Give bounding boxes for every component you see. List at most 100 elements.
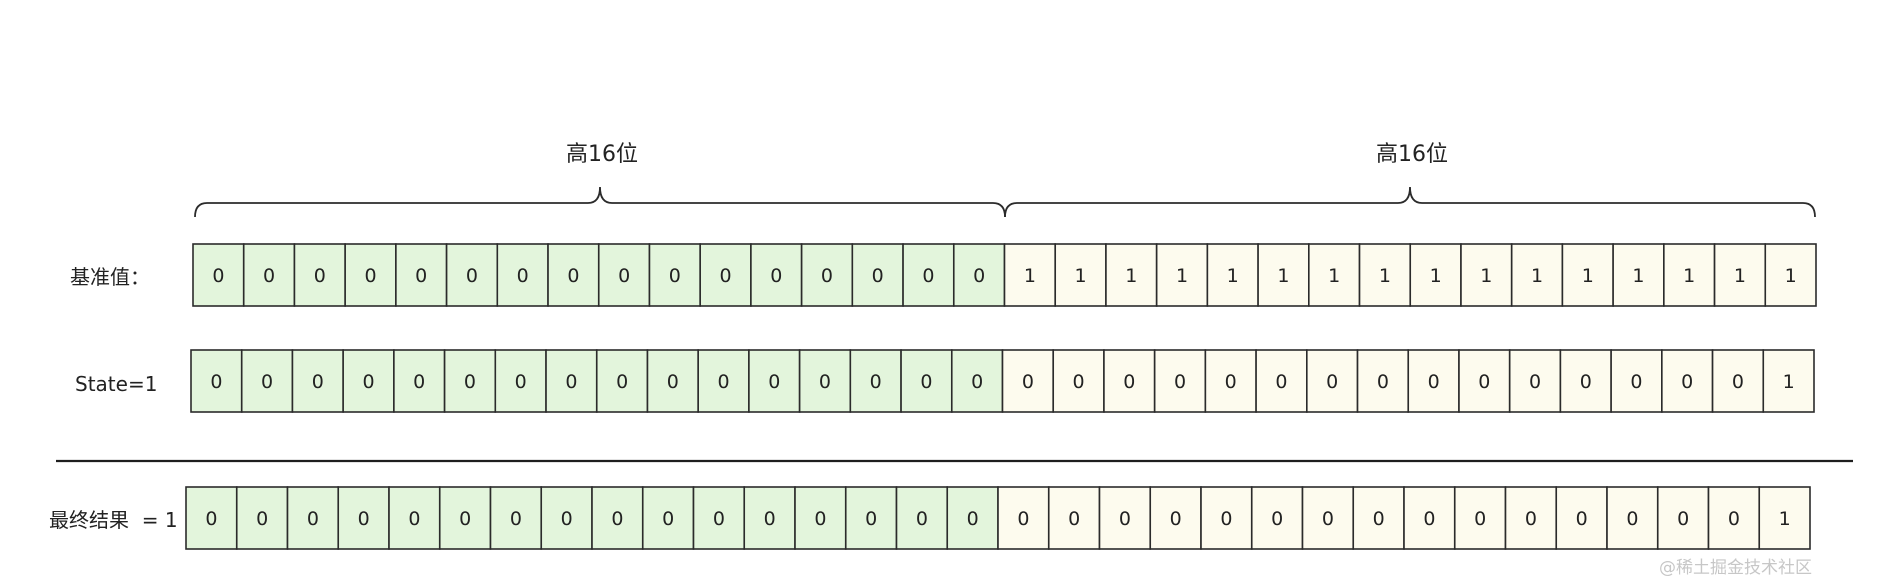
brace-left-shape [194, 186, 1006, 218]
bit-value: 0 [1580, 371, 1592, 393]
bit-value: 0 [1170, 508, 1182, 530]
bit-cell [395, 243, 448, 307]
bit-cell [1105, 243, 1158, 307]
bit-value: 0 [764, 508, 776, 530]
bit-cell [1403, 486, 1456, 550]
bit-cell [1510, 243, 1564, 307]
bit-value: 0 [464, 371, 476, 393]
bit-value: 1 [1531, 265, 1543, 287]
bit-cell [1301, 486, 1355, 550]
brace-right: 高16位 [1004, 142, 1816, 218]
bit-value: 0 [1123, 371, 1135, 393]
bit-value: 0 [718, 371, 730, 393]
bit-value: 1 [1779, 508, 1791, 530]
bit-cell [794, 486, 847, 550]
bit-value: 0 [662, 508, 674, 530]
bit-cell [692, 486, 746, 550]
bit-cell [1758, 486, 1811, 550]
bit-cell [1352, 486, 1405, 550]
bit-cell [393, 349, 446, 413]
bit-value: 0 [256, 508, 268, 530]
bit-value: 0 [1220, 508, 1232, 530]
bit-cell [1409, 243, 1462, 307]
bit-cell [445, 243, 499, 307]
bit-cell [1001, 349, 1055, 413]
bit-cell [1047, 486, 1101, 550]
bit-cell [1098, 486, 1152, 550]
bit-value: 1 [1785, 265, 1797, 287]
bit-value: 0 [616, 371, 628, 393]
bit-value: 0 [261, 371, 273, 393]
bit-value: 1 [1480, 265, 1492, 287]
bit-value: 0 [973, 265, 985, 287]
bit-value: 0 [1529, 371, 1541, 393]
bit-value: 1 [1632, 265, 1644, 287]
bit-value: 0 [770, 265, 782, 287]
bit-cell [591, 486, 644, 550]
bit-cell [1713, 243, 1767, 307]
bit-cell [1054, 243, 1107, 307]
bit-cell [1356, 349, 1410, 413]
bit-cell [545, 349, 598, 413]
bit-value: 0 [1377, 371, 1389, 393]
bit-value: 0 [517, 265, 529, 287]
bit-cell [1155, 243, 1209, 307]
bit-value: 0 [1474, 508, 1486, 530]
bit-value: 0 [1073, 371, 1085, 393]
bit-value: 0 [1732, 371, 1744, 393]
bit-value: 1 [1024, 265, 1036, 287]
bit-value: 0 [1017, 508, 1029, 530]
bit-value: 0 [459, 508, 471, 530]
bit-value: 0 [1322, 508, 1334, 530]
bit-value: 0 [618, 265, 630, 287]
bit-value: 0 [814, 508, 826, 530]
bit-cell [547, 243, 600, 307]
bit-value: 0 [1677, 508, 1689, 530]
bit-value: 0 [314, 265, 326, 287]
bit-cell [337, 486, 390, 550]
bit-value: 0 [920, 371, 932, 393]
bit-cell [750, 243, 803, 307]
bit-value: 0 [1271, 508, 1283, 530]
bit-cell [388, 486, 441, 550]
bit-cell [1257, 243, 1310, 307]
bit-cell [286, 486, 340, 550]
bit-cell [1661, 349, 1714, 413]
bit-value: 0 [872, 265, 884, 287]
bit-value: 0 [1119, 508, 1131, 530]
bit-cell [900, 349, 953, 413]
bit-value: 0 [1576, 508, 1588, 530]
bit-value: 0 [865, 508, 877, 530]
bit-cell [1204, 349, 1257, 413]
bit-value: 0 [205, 508, 217, 530]
bit-cell [798, 349, 852, 413]
bit-value: 1 [1430, 265, 1442, 287]
bit-value: 0 [466, 265, 478, 287]
bit-cell [489, 486, 543, 550]
bit-cell [1407, 349, 1460, 413]
bit-value: 0 [561, 508, 573, 530]
bit-value: 0 [515, 371, 527, 393]
bit-value: 0 [212, 265, 224, 287]
bit-value: 0 [1326, 371, 1338, 393]
bit-value: 0 [312, 371, 324, 393]
bit-cell [950, 349, 1004, 413]
bit-cell [342, 349, 395, 413]
bit-cell [438, 486, 492, 550]
bit-cell [641, 486, 695, 550]
bit-value: 0 [720, 265, 732, 287]
bit-cell [946, 486, 999, 550]
bit-cell [240, 349, 294, 413]
bit-value: 0 [1525, 508, 1537, 530]
bit-value: 0 [1428, 371, 1440, 393]
bit-value: 0 [1022, 371, 1034, 393]
bit-value: 0 [415, 265, 427, 287]
bit-value: 0 [362, 371, 374, 393]
bit-value: 0 [307, 508, 319, 530]
bit-value: 0 [510, 508, 522, 530]
bit-value: 0 [713, 508, 725, 530]
bit-value: 0 [611, 508, 623, 530]
bit-value: 1 [1125, 265, 1137, 287]
